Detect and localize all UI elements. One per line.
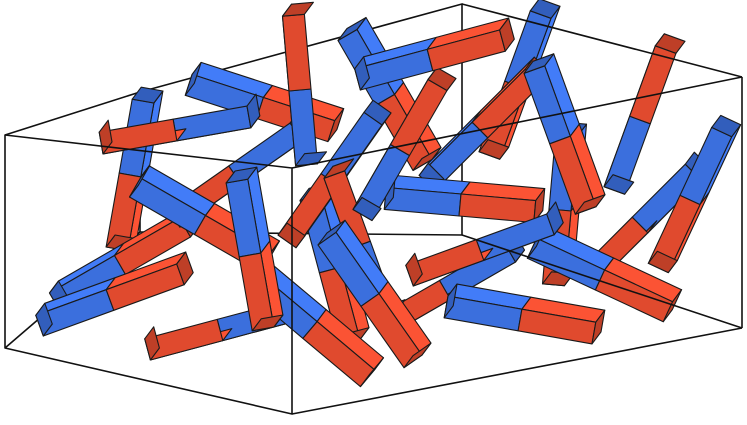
rod-end-cap — [283, 2, 314, 16]
rod-layer — [36, 0, 741, 387]
magnetic-rod — [384, 176, 544, 223]
magnetic-rod — [604, 34, 685, 194]
magnetic-rod — [444, 284, 605, 344]
rod-red-side-face — [283, 14, 312, 91]
rod-blue-side-face — [173, 106, 251, 141]
